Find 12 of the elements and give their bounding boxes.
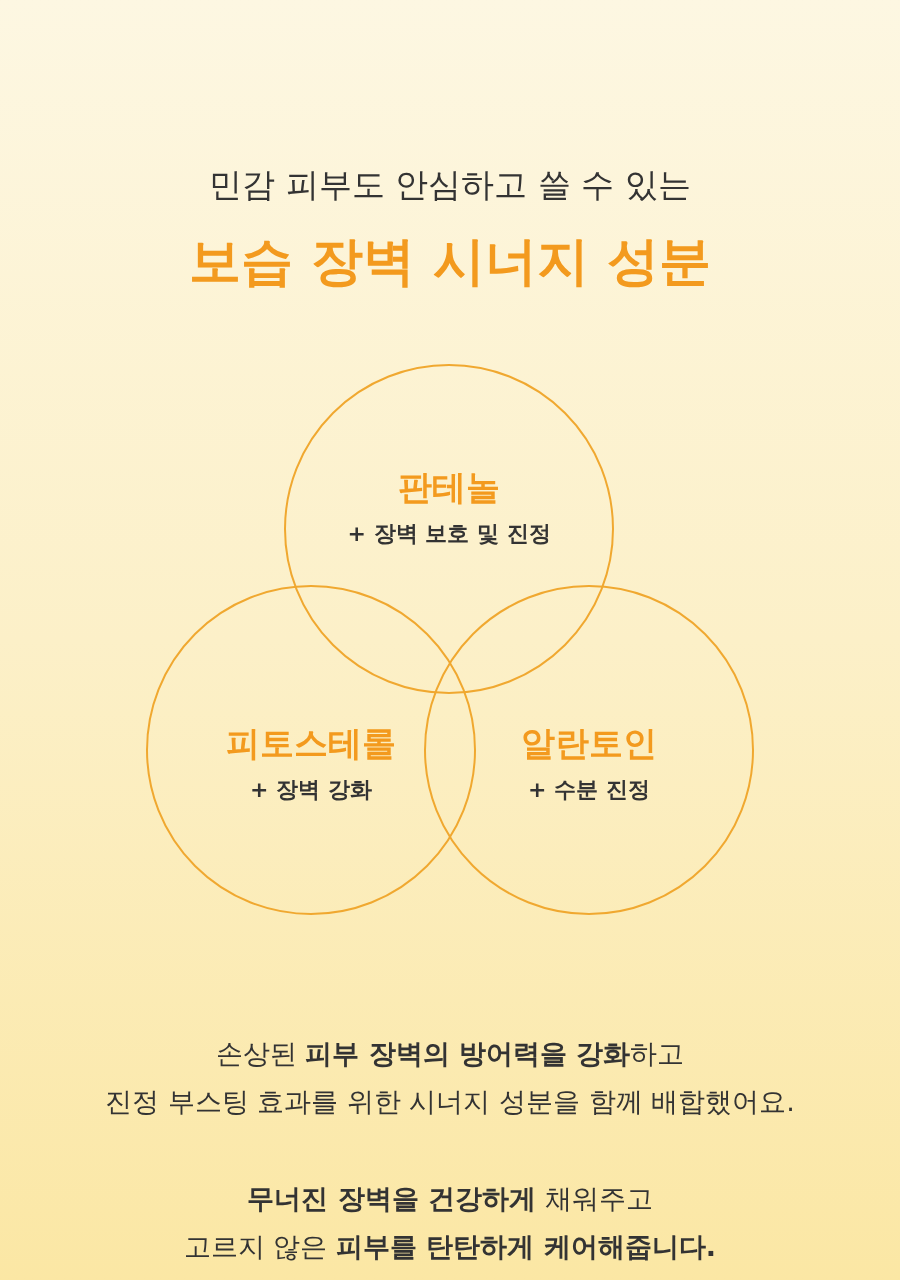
ingredient-name: 알란토인 (521, 722, 657, 765)
ingredient-effect: + 장벽 보호 및 진정 (347, 519, 551, 548)
ingredient-name: 피토스테롤 (226, 722, 396, 765)
description-text: 진정 부스팅 효과를 위한 시너지 성분을 함께 배합했어요. (105, 1085, 795, 1119)
title: 보습 장벽 시너지 성분 (187, 230, 713, 293)
ingredient-effect: + 장벽 강화 (250, 775, 372, 804)
description-text: 손상된 피부 장벽의 방어력을 강화하고 (215, 1037, 685, 1071)
ingredient-name: 판테놀 (398, 466, 500, 509)
subtitle: 민감 피부도 안심하고 쓸 수 있는 (208, 164, 692, 206)
description-text: 무너진 장벽을 건강하게 채워주고 (247, 1182, 653, 1216)
ingredient-effect: + 수분 진정 (528, 775, 650, 804)
description-text: 고르지 않은 피부를 탄탄하게 케어해줍니다. (183, 1230, 717, 1264)
